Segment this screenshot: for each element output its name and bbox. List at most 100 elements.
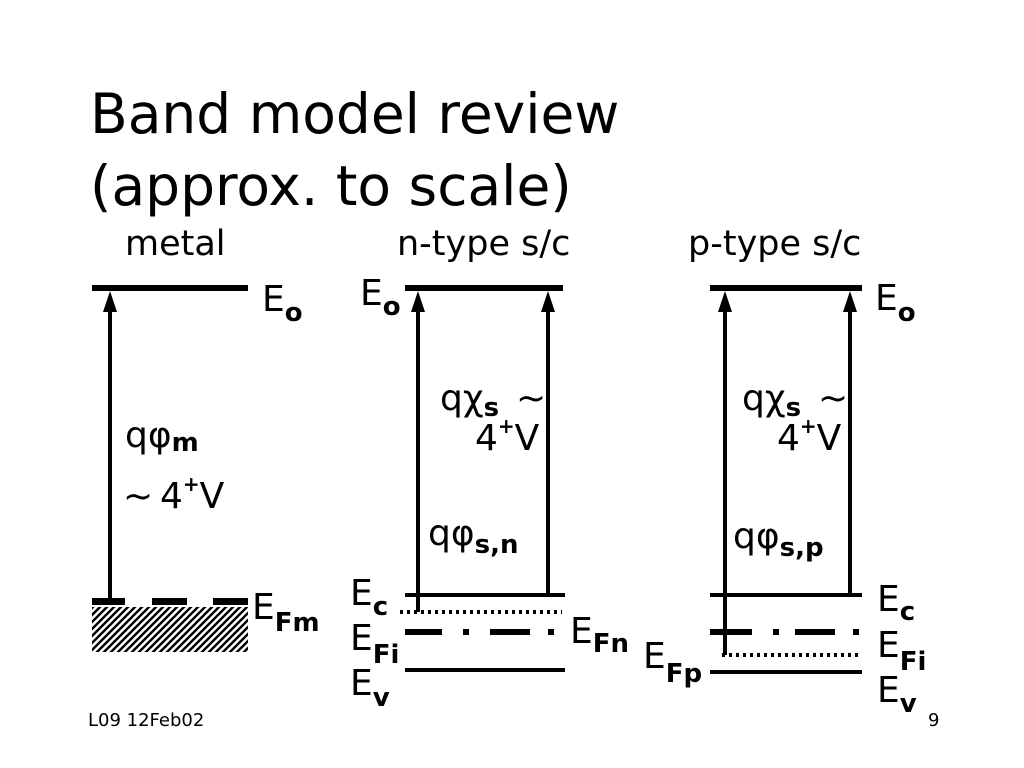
metal-vacuum-level-label: Eo bbox=[262, 279, 303, 328]
n-type-intrinsic-level-label-subscript: Fi bbox=[373, 640, 400, 670]
p-type-intrinsic-level-dash bbox=[795, 629, 835, 635]
p-type-conduction-band-label-main: E bbox=[877, 579, 900, 620]
p-type-valence-band-label-main: E bbox=[877, 670, 900, 711]
slide-page-number: 9 bbox=[928, 710, 939, 731]
n-type-valence-band-label: Ev bbox=[350, 663, 390, 713]
metal-work-function-value-number: 4 bbox=[160, 476, 183, 517]
p-type-electron-affinity-value-superscript: + bbox=[800, 414, 817, 438]
metal-fermi-level-dash bbox=[152, 598, 187, 605]
metal-filled-states-hatch bbox=[92, 607, 248, 652]
p-type-electron-affinity-label-main: qχ bbox=[742, 378, 786, 419]
metal-fermi-level-dash bbox=[213, 598, 248, 605]
p-type-electron-affinity-label-subscript: s bbox=[786, 393, 801, 423]
n-type-fermi-level-label-subscript: Fn bbox=[593, 629, 629, 659]
n-type-intrinsic-level-label: EFi bbox=[350, 618, 399, 670]
n-type-electron-affinity-value-superscript: + bbox=[498, 414, 515, 438]
n-type-heading: n-type s/c bbox=[397, 224, 570, 264]
p-type-work-function-label: qφs,p bbox=[733, 516, 824, 563]
p-type-electron-affinity-value: 4+V bbox=[777, 414, 842, 459]
slide-title-line-1: Band model review bbox=[90, 82, 619, 146]
n-type-valence-band-label-subscript: v bbox=[373, 683, 390, 713]
metal-band-diagram: Eo qφm ~ 4+V EFm bbox=[92, 279, 320, 652]
metal-fermi-level-label-main: E bbox=[252, 587, 275, 628]
p-type-work-function-arrowhead bbox=[718, 291, 732, 312]
p-type-valence-band-line bbox=[710, 670, 862, 674]
p-type-electron-affinity-value-number: 4 bbox=[777, 418, 800, 459]
p-type-intrinsic-level-line bbox=[710, 629, 859, 635]
metal-work-function-approx-sign: ~ bbox=[123, 476, 153, 517]
p-type-fermi-level-label-subscript: Fp bbox=[666, 659, 702, 689]
p-type-intrinsic-level-label: EFi bbox=[877, 625, 926, 677]
p-type-electron-affinity-arrow bbox=[843, 291, 857, 595]
metal-vacuum-level-label-main: E bbox=[262, 279, 285, 320]
n-type-work-function-arrowhead bbox=[411, 291, 425, 312]
p-type-conduction-band-label-subscript: c bbox=[900, 597, 915, 627]
metal-work-function-arrowhead bbox=[103, 291, 117, 312]
n-type-intrinsic-level-dot bbox=[548, 629, 554, 635]
p-type-electron-affinity-approx-sign: ~ bbox=[818, 378, 848, 419]
metal-heading: metal bbox=[125, 224, 226, 264]
p-type-vacuum-level-label-main: E bbox=[875, 278, 898, 319]
n-type-vacuum-level-label-main: E bbox=[360, 273, 383, 314]
n-type-electron-affinity-value: 4+V bbox=[475, 414, 540, 459]
n-type-band-diagram: Eo qχs ~ 4+V qφs,n Ec EFi Ev EFn bbox=[350, 273, 629, 713]
metal-work-function-value-unit: V bbox=[200, 476, 225, 517]
n-type-fermi-level-label-main: E bbox=[570, 611, 593, 652]
p-type-intrinsic-level-dash bbox=[710, 629, 752, 635]
n-type-work-function-arrow bbox=[411, 291, 425, 612]
n-type-valence-band-line bbox=[405, 668, 565, 672]
p-type-electron-affinity-label: qχs bbox=[742, 378, 801, 423]
p-type-intrinsic-level-label-main: E bbox=[877, 625, 900, 666]
metal-vacuum-level-line bbox=[92, 285, 248, 291]
p-type-conduction-band-label: Ec bbox=[877, 579, 915, 627]
n-type-electron-affinity-arrow bbox=[541, 291, 555, 595]
metal-work-function-label-subscript: m bbox=[172, 428, 199, 458]
p-type-conduction-band-line bbox=[710, 593, 862, 597]
p-type-band-diagram: Eo qχs ~ 4+V qφs,p Ec EFi Ev EFp bbox=[643, 278, 926, 719]
n-type-electron-affinity-label: qχs bbox=[440, 378, 499, 423]
n-type-work-function-label: qφs,n bbox=[428, 513, 518, 560]
p-type-fermi-level-label-main: E bbox=[643, 636, 666, 677]
n-type-conduction-band-line bbox=[405, 593, 565, 597]
p-type-valence-band-label-subscript: v bbox=[900, 689, 917, 719]
n-type-work-function-label-subscript: s,n bbox=[475, 530, 519, 560]
n-type-intrinsic-level-label-main: E bbox=[350, 618, 373, 659]
n-type-intrinsic-level-line bbox=[405, 629, 554, 635]
metal-fermi-level-dash bbox=[92, 598, 125, 605]
p-type-electron-affinity-arrowhead bbox=[843, 291, 857, 312]
p-type-valence-band-label: Ev bbox=[877, 670, 917, 719]
n-type-vacuum-level-label: Eo bbox=[360, 273, 401, 322]
n-type-vacuum-level-line bbox=[405, 285, 563, 291]
n-type-electron-affinity-value-unit: V bbox=[515, 418, 540, 459]
p-type-vacuum-level-label-subscript: o bbox=[898, 298, 916, 328]
n-type-conduction-band-label-subscript: c bbox=[373, 592, 388, 622]
n-type-intrinsic-level-dash bbox=[405, 629, 442, 635]
n-type-intrinsic-level-dot bbox=[463, 629, 469, 635]
p-type-work-function-label-subscript: s,p bbox=[780, 533, 824, 563]
p-type-intrinsic-level-label-subscript: Fi bbox=[900, 647, 927, 677]
metal-work-function-value-superscript: + bbox=[183, 472, 200, 496]
p-type-vacuum-level-line bbox=[710, 285, 862, 291]
metal-vacuum-level-label-subscript: o bbox=[285, 298, 303, 328]
p-type-intrinsic-level-dot bbox=[853, 629, 859, 635]
n-type-electron-affinity-label-subscript: s bbox=[484, 393, 499, 423]
p-type-work-function-label-main: qφ bbox=[733, 516, 780, 557]
n-type-vacuum-level-label-subscript: o bbox=[383, 292, 401, 322]
n-type-electron-affinity-label-main: qχ bbox=[440, 378, 484, 419]
metal-fermi-level-line bbox=[92, 598, 248, 605]
metal-fermi-level-label-subscript: Fm bbox=[275, 608, 320, 638]
metal-fermi-level-label: EFm bbox=[252, 587, 320, 638]
p-type-vacuum-level-label: Eo bbox=[875, 278, 916, 328]
n-type-electron-affinity-approx-sign: ~ bbox=[516, 378, 546, 419]
n-type-work-function-label-main: qφ bbox=[428, 513, 475, 554]
n-type-valence-band-label-main: E bbox=[350, 663, 373, 704]
n-type-electron-affinity-value-number: 4 bbox=[475, 418, 498, 459]
n-type-fermi-level-label: EFn bbox=[570, 611, 629, 659]
metal-work-function-label: qφm bbox=[125, 415, 199, 458]
slide-title-line-2: (approx. to scale) bbox=[90, 154, 572, 218]
n-type-intrinsic-level-dash bbox=[490, 629, 530, 635]
p-type-heading: p-type s/c bbox=[688, 224, 861, 264]
metal-work-function-arrow bbox=[103, 291, 117, 602]
p-type-fermi-level-label: EFp bbox=[643, 636, 702, 689]
